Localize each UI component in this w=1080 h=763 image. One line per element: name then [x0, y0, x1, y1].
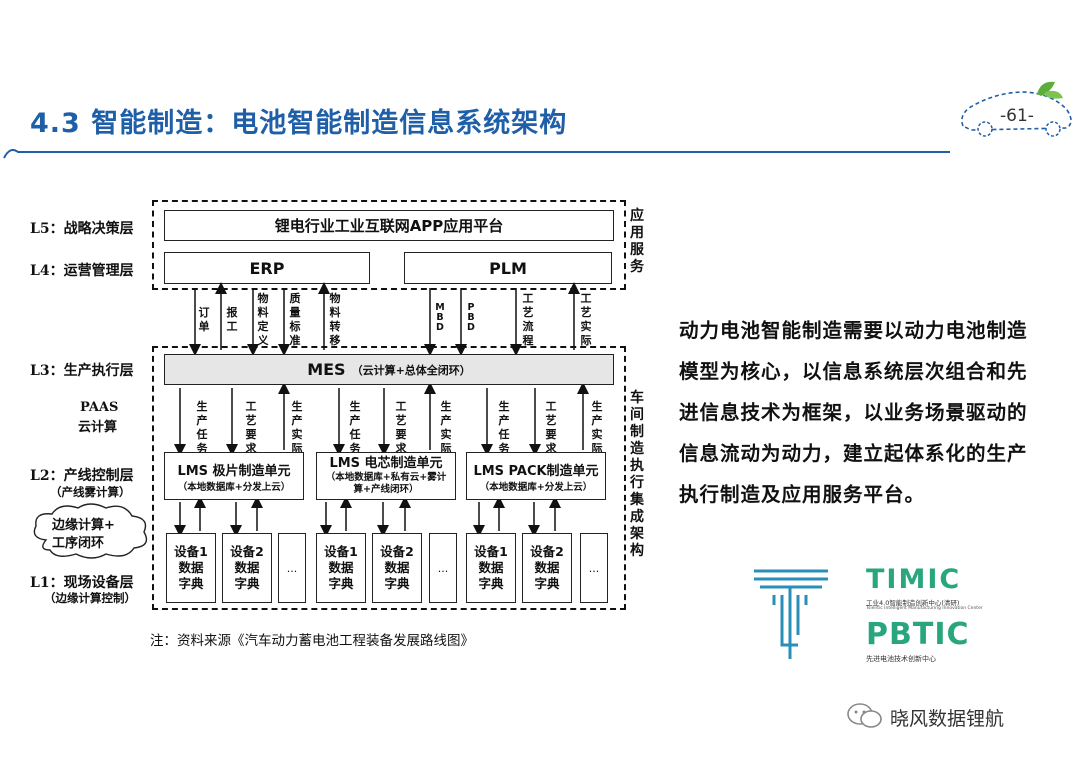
device-more: ...	[580, 533, 608, 603]
wechat-account-name: 晓风数据锂航	[890, 708, 1005, 730]
t-maze-logo-icon	[754, 569, 828, 659]
erp-box: ERP	[164, 252, 370, 284]
mes-link-req-3: 工艺要求	[545, 400, 557, 455]
cloud-label-line2: 工序闭环	[52, 536, 105, 551]
mes-link-actual-3: 生产实际	[591, 400, 603, 455]
mes-link-req-1: 工艺要求	[245, 400, 257, 455]
level-l3-label: L3：生产执行层	[30, 363, 134, 379]
lms-electrode-sub: （本地数据库+分发上云）	[177, 481, 291, 493]
device-1-dictionary: 设备1数据字典	[316, 533, 366, 603]
erp-link-quality-standard: 质量标准	[289, 292, 301, 347]
mes-link-task-1: 生产任务	[196, 400, 208, 455]
level-l5-label: L5：战略决策层	[30, 221, 134, 237]
timic-logo-subtitle: 工业4.0智能制造创新中心(清研)	[866, 599, 960, 607]
erp-link-material-definition: 物料定义	[257, 292, 269, 347]
description-text: 动力电池智能制造需要以动力电池制造模型为核心，以信息系统层次组合和先进信息技术为…	[679, 319, 1028, 506]
lms-electrode-unit: LMS 极片制造单元 （本地数据库+分发上云）	[164, 452, 304, 500]
plm-link-mbd: MBD	[435, 302, 445, 333]
car-logo-icon	[961, 81, 1072, 137]
cloud-label-line1: 边缘计算+	[52, 518, 115, 533]
pbtic-logo-text: PBTIC	[866, 617, 970, 652]
app-platform-box: 锂电行业工业互联网APP应用平台	[164, 210, 614, 241]
device-1-dictionary: 设备1数据字典	[466, 533, 516, 603]
device-more: ...	[278, 533, 306, 603]
level-l2-label: L2：产线控制层	[30, 468, 134, 484]
level-l2-sublabel: （产线雾计算）	[50, 485, 131, 499]
side-label-app-service: 应用服务	[630, 208, 644, 275]
mes-link-req-2: 工艺要求	[395, 400, 407, 455]
device-1-dictionary: 设备1数据字典	[166, 533, 216, 603]
lms-cell-sub: （本地数据库+私有云+雾计算+产线闭环）	[325, 472, 447, 495]
plm-link-pbd: PBD	[467, 302, 475, 333]
header-underline	[3, 149, 950, 159]
wechat-icon	[847, 703, 882, 728]
application-frame	[152, 200, 626, 290]
timic-logo-text: TIMIC	[866, 564, 962, 595]
lms-pack-title: LMS PACK制造单元	[473, 463, 599, 479]
mes-link-actual-1: 生产实际	[291, 400, 303, 455]
erp-link-order: 订单	[198, 306, 210, 333]
page-number: -61-	[1000, 106, 1034, 126]
lms-cell-title: LMS 电芯制造单元	[329, 456, 443, 471]
source-note: 注：资料来源《汽车动力蓄电池工程装备发展路线图》	[150, 633, 474, 649]
paas-cloud-label: 云计算	[78, 420, 118, 435]
device-more: ...	[429, 533, 457, 603]
mes-box: MES （云计算+总体全闭环）	[164, 354, 614, 385]
level-l1-label: L1：现场设备层	[30, 575, 134, 591]
lms-pack-unit: LMS PACK制造单元 （本地数据库+分发上云）	[466, 452, 606, 500]
lms-electrode-title: LMS 极片制造单元	[177, 463, 291, 479]
mes-subtitle: （云计算+总体全闭环）	[351, 363, 471, 377]
device-2-dictionary: 设备2数据字典	[222, 533, 272, 603]
device-2-dictionary: 设备2数据字典	[522, 533, 572, 603]
plm-link-process-actual: 工艺实际	[580, 292, 592, 347]
mes-link-task-2: 生产任务	[349, 400, 361, 455]
side-label-workshop: 车间制造执行集成架构	[630, 390, 644, 559]
paas-label: PAAS	[80, 400, 119, 415]
mes-title: MES	[307, 360, 346, 379]
mes-link-task-3: 生产任务	[498, 400, 510, 455]
level-l4-label: L4：运营管理层	[30, 263, 134, 279]
plm-link-process-flow: 工艺流程	[522, 292, 534, 347]
erp-link-report: 报工	[226, 306, 238, 333]
lms-cell-unit: LMS 电芯制造单元 （本地数据库+私有云+雾计算+产线闭环）	[316, 452, 456, 500]
plm-box: PLM	[404, 252, 612, 284]
workshop-frame	[152, 346, 626, 610]
slide-title: 4.3 智能制造：电池智能制造信息系统架构	[30, 108, 568, 139]
device-2-dictionary: 设备2数据字典	[372, 533, 422, 603]
pbtic-logo-subtitle: 先进电池技术创新中心	[866, 655, 936, 663]
mes-link-actual-2: 生产实际	[440, 400, 452, 455]
erp-link-material-transfer: 物料转移	[329, 292, 341, 347]
cloud-shape	[33, 503, 148, 559]
level-l1-sublabel: （边缘计算控制）	[44, 591, 136, 605]
timic-logo-subtitle-en: Tsientic Intelligent Manufacturing Innov…	[866, 606, 983, 611]
lms-pack-sub: （本地数据库+分发上云）	[479, 481, 593, 493]
